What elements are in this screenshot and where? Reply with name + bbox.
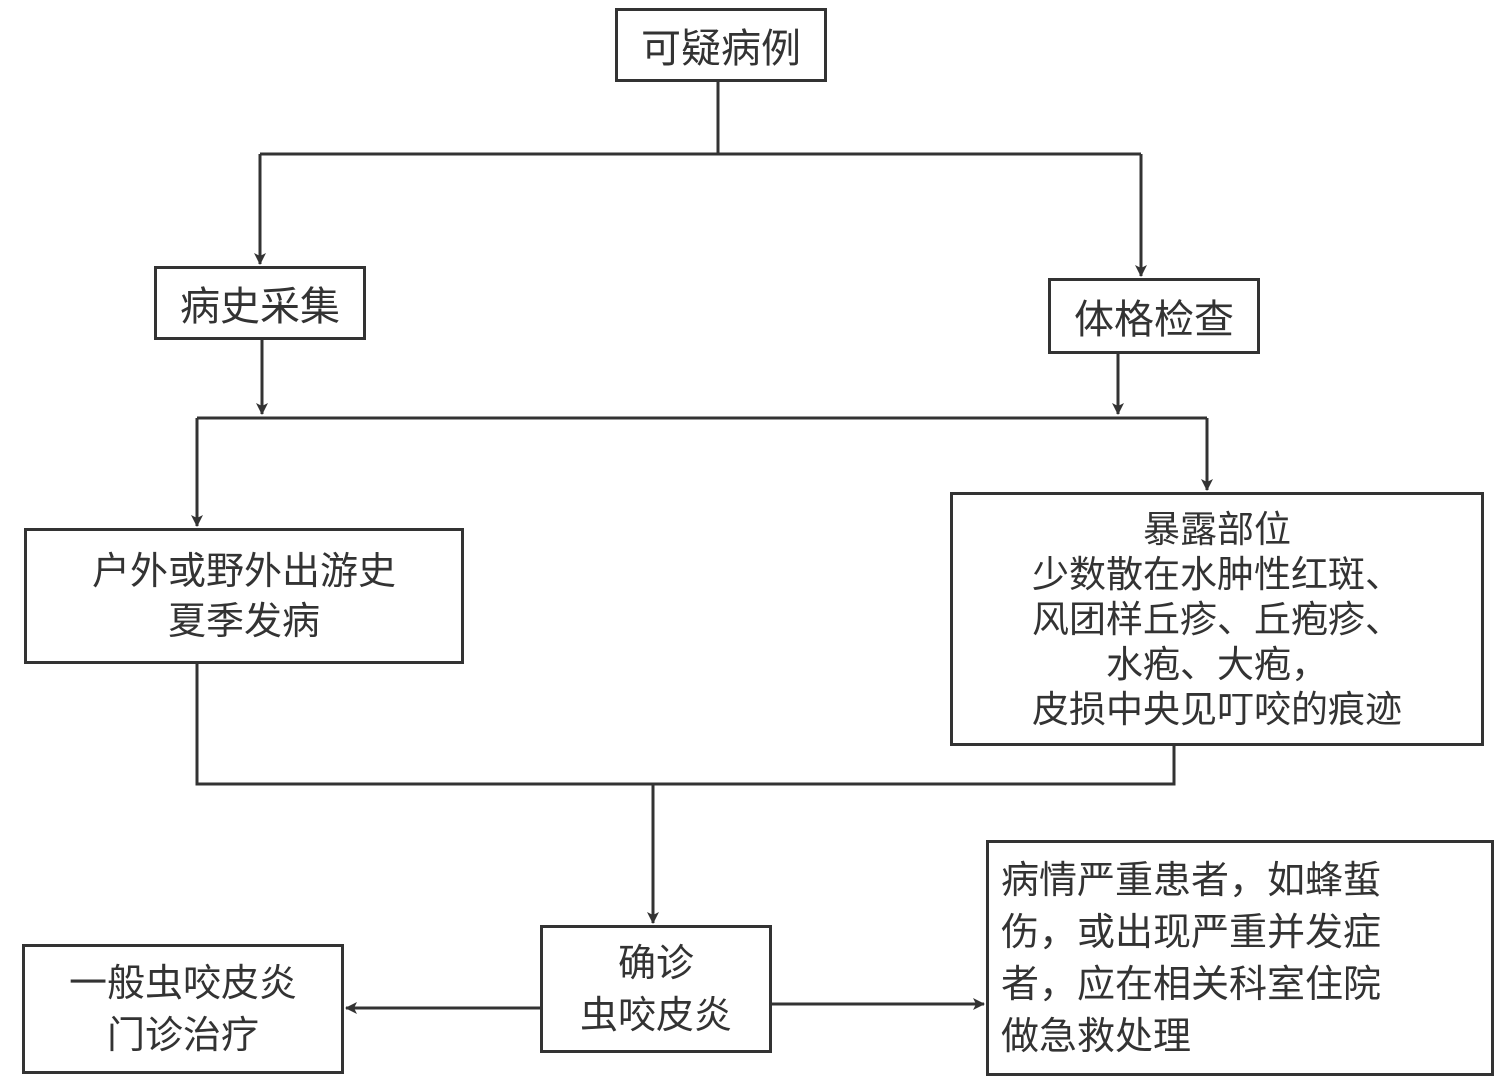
node-severe-cases: 病情严重患者，如蜂蜇 伤，或出现严重并发症 者，应在相关科室住院 做急救处理	[986, 840, 1494, 1076]
node-suspected-case: 可疑病例	[615, 8, 827, 82]
node-severe-cases-line-4: 做急救处理	[1001, 1014, 1192, 1058]
connector-outdoor-merge	[195, 664, 653, 786]
node-lesion-findings-line-1: 暴露部位	[1143, 507, 1291, 551]
node-severe-cases-line-2: 伤，或出现严重并发症	[1001, 910, 1382, 954]
node-history-taking-text: 病史采集	[180, 284, 340, 330]
node-lesion-findings-line-2: 少数散在水肿性红斑、	[1032, 552, 1402, 596]
node-diagnosis-line-1: 确诊	[617, 941, 694, 985]
node-outdoor-history-line-1: 户外或野外出游史	[91, 549, 396, 593]
node-lesion-findings-line-5: 皮损中央见叮咬的痕迹	[1032, 687, 1402, 731]
node-diagnosis: 确诊 虫咬皮炎	[540, 925, 772, 1053]
node-suspected-case-text: 可疑病例	[641, 26, 801, 72]
node-severe-cases-line-3: 者，应在相关科室住院	[1001, 962, 1382, 1006]
node-lesion-findings: 暴露部位 少数散在水肿性红斑、 风团样丘疹、丘疱疹、 水疱、大疱， 皮损中央见叮…	[950, 492, 1484, 746]
node-general-treatment-line-1: 一般虫咬皮炎	[68, 961, 297, 1005]
node-physical-exam: 体格检查	[1048, 278, 1260, 354]
node-general-treatment-line-2: 门诊治疗	[106, 1013, 259, 1057]
node-severe-cases-line-1: 病情严重患者，如蜂蜇	[1001, 858, 1382, 902]
node-lesion-findings-line-3: 风团样丘疹、丘疱疹、	[1032, 597, 1402, 641]
node-history-taking: 病史采集	[154, 266, 366, 340]
node-diagnosis-line-2: 虫咬皮炎	[579, 993, 732, 1037]
node-outdoor-history-line-2: 夏季发病	[167, 599, 320, 643]
node-outdoor-history: 户外或野外出游史 夏季发病	[24, 528, 464, 664]
node-lesion-findings-line-4: 水疱、大疱，	[1106, 642, 1328, 686]
connector-lesion-merge	[653, 746, 1176, 786]
node-physical-exam-text: 体格检查	[1074, 297, 1234, 343]
node-general-treatment: 一般虫咬皮炎 门诊治疗	[22, 944, 344, 1074]
